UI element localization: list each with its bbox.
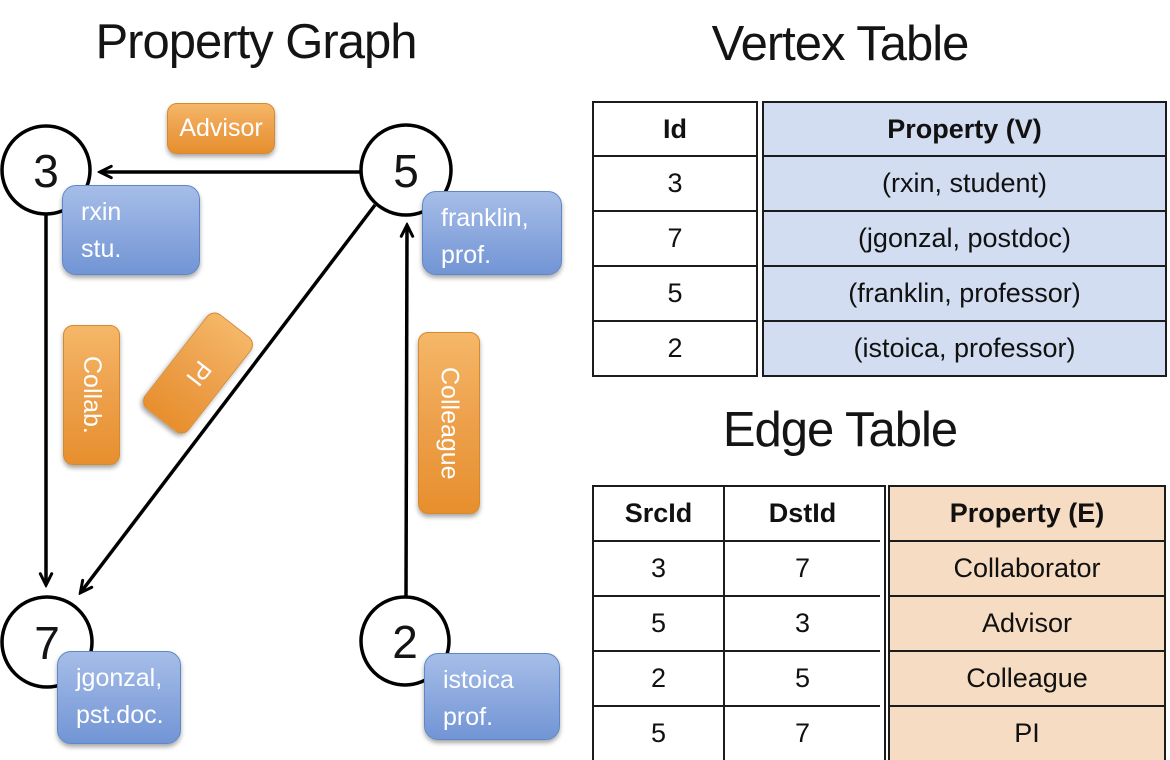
vertex-table-property-column: Property (V) (rxin, student) (jgonzal, p… xyxy=(762,101,1167,377)
table-cell: 5 xyxy=(594,597,725,652)
table-cell: 3 xyxy=(725,597,880,652)
vertex-property-header: Property (V) xyxy=(764,103,1165,157)
table-cell: Advisor xyxy=(890,597,1164,652)
table-cell: PI xyxy=(890,707,1164,760)
edge-property-header: Property (E) xyxy=(890,487,1164,542)
table-cell: (jgonzal, postdoc) xyxy=(764,212,1165,267)
table-cell: 3 xyxy=(594,157,756,212)
edge-table-property-column: Property (E) Collaborator Advisor Collea… xyxy=(888,485,1166,760)
edge-label-colleague: Colleague xyxy=(418,332,480,514)
table-cell: (istoica, professor) xyxy=(764,322,1165,375)
vertex-table-id-column: Id 3 7 5 2 xyxy=(592,101,758,377)
table-cell: 5 xyxy=(594,267,756,322)
table-cell: 5 xyxy=(725,652,880,707)
node-5-label: 5 xyxy=(393,145,419,197)
table-cell: 5 xyxy=(594,707,725,760)
node-2-label: 2 xyxy=(392,616,418,668)
table-cell: 3 xyxy=(594,542,725,597)
table-cell: Collaborator xyxy=(890,542,1164,597)
table-cell: 7 xyxy=(594,212,756,267)
node-2-property-box: istoica prof. xyxy=(424,653,560,740)
node-3-property-box: rxin stu. xyxy=(62,185,200,275)
edge-colleague-2-to-5 xyxy=(406,226,407,599)
edge-label-collab: Collab. xyxy=(63,325,120,465)
node-7-label: 7 xyxy=(34,617,60,669)
edge-table-title: Edge Table xyxy=(722,403,958,457)
table-cell: Colleague xyxy=(890,652,1164,707)
edge-dstid-header: DstId xyxy=(725,487,880,542)
table-cell: 2 xyxy=(594,652,725,707)
node-5-property-box: franklin, prof. xyxy=(422,191,562,275)
vertex-table-title: Vertex Table xyxy=(711,17,970,71)
edge-table-id-columns: SrcId DstId 3 7 5 3 2 5 5 7 xyxy=(592,485,886,760)
table-cell: (rxin, student) xyxy=(764,157,1165,212)
table-cell: 7 xyxy=(725,542,880,597)
edge-srcid-header: SrcId xyxy=(594,487,725,542)
table-cell: 7 xyxy=(794,718,811,748)
table-cell: (franklin, professor) xyxy=(764,267,1165,322)
table-cell: 2 xyxy=(667,333,683,363)
node-3-label: 3 xyxy=(33,145,59,197)
property-graph-title: Property Graph xyxy=(95,15,418,69)
edge-label-advisor: Advisor xyxy=(167,103,275,154)
node-7-property-box: jgonzal, pst.doc. xyxy=(57,651,181,744)
edge-pi-5-to-7 xyxy=(81,203,377,592)
vertex-id-header: Id xyxy=(594,103,756,157)
